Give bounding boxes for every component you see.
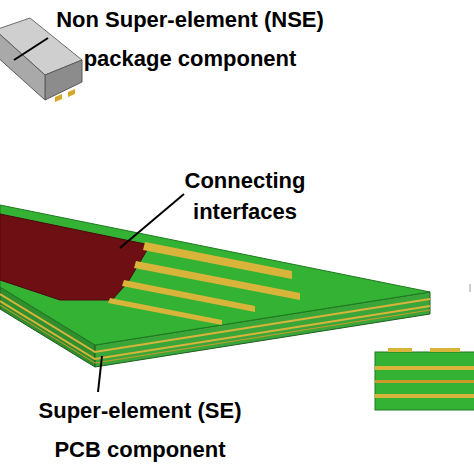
edge-mark — [470, 284, 471, 292]
callout-label: Non Super-element (NSE) package componen… — [40, 0, 340, 78]
callout-label: Connecting interfaces — [165, 165, 325, 227]
leader-line — [14, 38, 48, 60]
callout-label: Super-element (SE) PCB component — [25, 391, 255, 469]
pcb-cross-section — [375, 348, 474, 410]
leader-line — [120, 194, 184, 248]
pcb-component — [0, 205, 430, 367]
leader-line — [98, 356, 102, 392]
